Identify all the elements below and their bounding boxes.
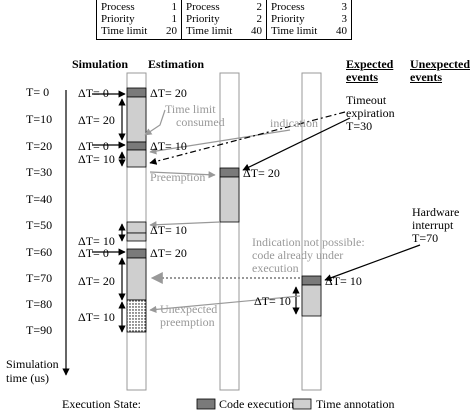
not-possible-note-3: execution [252, 261, 299, 275]
legend-swatch-annot [292, 398, 312, 410]
p1-annot-t20 [126, 149, 147, 168]
legend-title: Execution State: [62, 397, 141, 411]
unexpected-header-1: Unexpected [410, 57, 470, 71]
unexpected-preemption-arrow [149, 295, 301, 313]
delta-label-10-t55: ΔT= 10 [78, 234, 115, 248]
timeout-note-2: expiration [346, 106, 395, 120]
time-label-0: T= 0 [26, 85, 50, 99]
p3-code-t70 [301, 275, 322, 286]
delta-label-10-t20: ΔT= 10 [150, 139, 187, 153]
delta-label-10-t25: ΔT= 10 [78, 152, 115, 166]
delta-label-10-t50: ΔT= 10 [150, 223, 187, 237]
time-limit-note-2: consumed [176, 115, 225, 129]
delta-label-p3: ΔT= 10 [325, 274, 362, 288]
delta-label-p2: ΔT= 20 [243, 166, 280, 180]
time-label-70: T=70 [26, 271, 53, 285]
time-label-10: T=10 [26, 112, 53, 126]
time-limit-note-1: Time limit [165, 102, 216, 116]
return-arrow [149, 221, 221, 229]
lane-process-3 [301, 72, 322, 391]
timeout-note-3: T=30 [346, 119, 373, 133]
axis-label-1: Simulation [6, 357, 59, 371]
preemption-note: Preemption [150, 170, 206, 184]
p2-code-t30 [219, 167, 240, 178]
delta-label-20-top: ΔT= 20 [150, 86, 187, 100]
hw-interrupt-note-1: Hardware [412, 205, 460, 219]
simulation-header: Simulation [72, 57, 129, 71]
timeout-arrow [242, 117, 351, 171]
unexpected-header-2: events [410, 70, 442, 84]
expected-header-2: events [346, 70, 378, 84]
time-label-90: T=90 [26, 323, 53, 337]
delta-label-20-left: ΔT= 20 [78, 113, 115, 127]
p1-annot-t55 [126, 232, 147, 242]
timeout-dashdot-arrow [149, 111, 346, 165]
delta-label-p3b: ΔT= 10 [254, 294, 291, 308]
p1-code-t0 [126, 87, 147, 98]
time-label-40: T=40 [26, 192, 53, 206]
timeout-note-1: Timeout [346, 93, 387, 107]
indication-arrow [149, 129, 291, 155]
p1-annot-t0 [126, 96, 147, 143]
delta-label-0-t20: ΔT= 0 [78, 139, 109, 153]
p1-code-t20 [126, 141, 147, 151]
time-label-30: T=30 [26, 165, 53, 179]
lane-process-2 [219, 72, 240, 391]
expected-header-1: Expected [346, 57, 394, 71]
time-label-20: T=20 [26, 139, 53, 153]
not-possible-note-2: code already under [252, 248, 344, 262]
delta-label-20-t60: ΔT= 20 [150, 246, 187, 260]
not-possible-note-1: Indication not possible: [252, 235, 365, 249]
estimation-header: Estimation [148, 57, 205, 71]
delta-label-0-top: ΔT= 0 [78, 86, 109, 100]
time-limit-arrow [144, 109, 166, 136]
delta-label-10-t85: ΔT= 10 [78, 310, 115, 324]
p2-annot-t30 [219, 176, 240, 223]
legend-code-execution: Code execution [219, 397, 294, 411]
hw-interrupt-arrow [324, 244, 421, 282]
time-label-50: T=50 [26, 218, 53, 232]
time-label-60: T=60 [26, 245, 53, 259]
legend-time-annotation: Time annotation [316, 397, 395, 411]
time-label-80: T=80 [26, 297, 53, 311]
axis-label-2: time (us) [6, 371, 49, 385]
p1-unexpected-block [126, 299, 147, 333]
hw-interrupt-note-2: interrupt [412, 218, 454, 232]
p1-code-t60 [126, 248, 147, 259]
preemption-arrow [149, 171, 216, 179]
delta-label-0-t60: ΔT= 0 [78, 246, 109, 260]
unexpected-preemption-note-2: preemption [160, 315, 215, 329]
p1-annot-t50 [126, 221, 147, 234]
unexpected-preemption-note-1: Unexpected [160, 302, 218, 316]
hw-interrupt-note-3: T=70 [412, 231, 439, 245]
legend-swatch-code [196, 398, 216, 410]
delta-label-20-t70: ΔT= 20 [78, 274, 115, 288]
p1-annot-t60 [126, 257, 147, 301]
p3-annot-t70 [301, 284, 322, 317]
indication-note: indication [270, 116, 318, 130]
